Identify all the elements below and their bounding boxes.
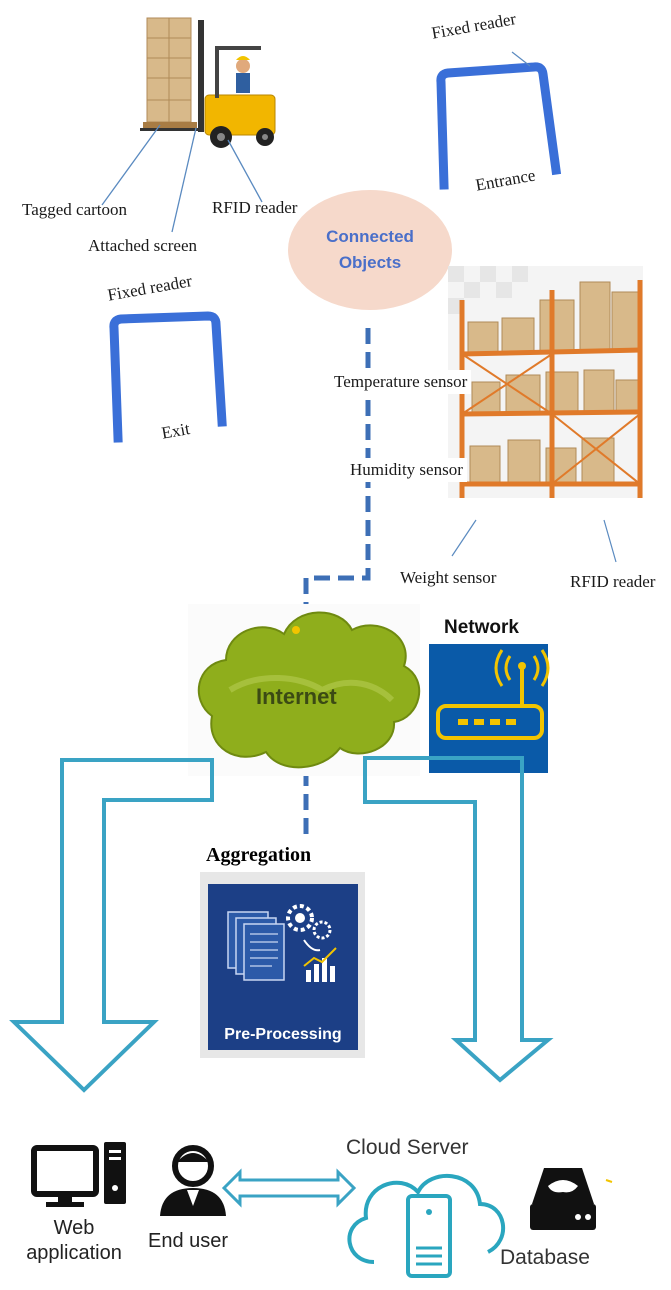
tagged-cartoon-label: Tagged cartoon	[22, 200, 128, 219]
user-icon	[160, 1145, 226, 1216]
web-application-line2: application	[26, 1242, 122, 1264]
web-application-label: Web application	[20, 1216, 128, 1266]
database-icon	[530, 1168, 596, 1230]
cloud-server-label: Cloud Server	[346, 1136, 469, 1159]
pallet-boxes-icon	[143, 17, 197, 128]
cloud-icon	[188, 604, 421, 776]
gate-icon	[436, 62, 562, 190]
forklift-icon	[140, 17, 276, 148]
humidity-sensor-label: Humidity sensor	[346, 458, 467, 482]
connected-objects-ellipse	[288, 190, 452, 310]
preprocessing-icon	[200, 872, 365, 1058]
temperature-sensor-label: Temperature sensor	[330, 370, 472, 394]
connected-objects-label: Connected Objects	[300, 224, 440, 276]
rfid-reader-forklift-label: RFID reader	[212, 198, 298, 217]
gate-icon	[109, 311, 227, 443]
web-application-line1: Web	[53, 1217, 95, 1239]
shelf-icon	[448, 266, 643, 498]
weight-sensor-label: Weight sensor	[400, 568, 497, 587]
database-label: Database	[500, 1246, 590, 1269]
connected-objects-line1: Connected	[326, 227, 414, 246]
connected-objects-line2: Objects	[338, 253, 402, 272]
end-user-label: End user	[148, 1230, 229, 1252]
rfid-reader-shelf-label: RFID reader	[570, 572, 656, 591]
attached-screen-label: Attached screen	[88, 236, 198, 255]
cloud-server-icon	[347, 1173, 506, 1278]
internet-label: Internet	[256, 684, 337, 709]
branch-arrows	[9, 756, 554, 1093]
network-title: Network	[444, 617, 519, 638]
pre-processing-label: Pre-Processing	[224, 1026, 342, 1043]
router-icon	[429, 644, 550, 773]
monitor-icon	[31, 1142, 126, 1207]
bidirectional-arrow-icon	[221, 1168, 357, 1208]
aggregation-title: Aggregation	[206, 844, 312, 866]
